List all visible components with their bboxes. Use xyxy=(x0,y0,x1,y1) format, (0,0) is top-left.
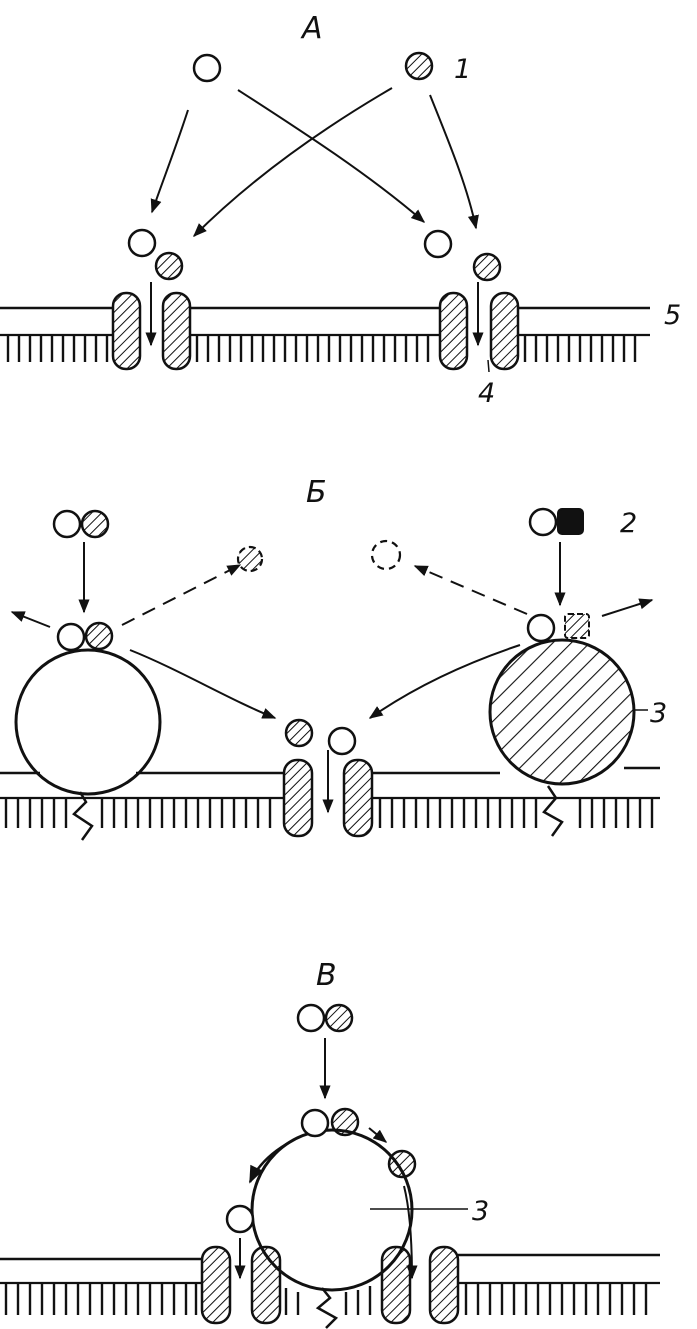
free-ligand-open xyxy=(192,53,222,83)
cell-central xyxy=(250,1128,414,1292)
ligand-open-right-site xyxy=(423,229,453,259)
anchor-zigzag-c xyxy=(315,1287,339,1329)
cell-right-hatched xyxy=(488,638,636,786)
ligand-square-black xyxy=(557,508,584,535)
ligand-pair-open-right xyxy=(528,507,558,537)
ion-channel-b xyxy=(282,750,374,838)
panel-a-label: А xyxy=(300,11,323,46)
callout-2: 2 xyxy=(620,508,637,539)
dashed-arrow-release-open xyxy=(413,565,528,615)
panel-a: А 1 xyxy=(0,11,681,409)
migrated-hatched-ligand xyxy=(387,1149,417,1179)
arrow-right-out xyxy=(601,598,654,617)
channel-ligand-open xyxy=(327,726,357,756)
free-ligand-hatched xyxy=(404,51,434,81)
ion-channel-c-right xyxy=(380,1245,460,1325)
bound-ligand-open-c xyxy=(300,1108,330,1138)
membrane-b xyxy=(0,766,660,828)
ion-channel-a-left xyxy=(111,282,192,371)
panel-b-label: Б xyxy=(306,475,327,510)
callout-1: 1 xyxy=(454,54,471,85)
arrow-hatched-to-right-receptor xyxy=(429,94,479,230)
arrow-right-to-channel xyxy=(368,644,521,719)
panel-b: Б 2 3 xyxy=(0,475,667,841)
dashed-arrow-release-hatched xyxy=(121,564,242,626)
released-hatched-ligand xyxy=(236,545,264,573)
ligand-hatched-right-site xyxy=(472,252,502,282)
bound-ligand-hatched-left xyxy=(84,621,114,651)
panel-c-label: В xyxy=(316,958,337,993)
arrow-left-out xyxy=(10,611,51,628)
anchor-zigzag-left xyxy=(72,791,94,841)
arrow-hatched-move-right xyxy=(368,1127,388,1143)
membrane-c xyxy=(0,1253,660,1315)
ligand-pair-open-c xyxy=(296,1003,326,1033)
cell-left-open xyxy=(14,648,162,796)
arrow-open-to-right-receptor xyxy=(237,89,426,223)
ligand-hatched-left-site xyxy=(154,251,184,281)
ligand-pair-hatched-c xyxy=(324,1003,354,1033)
callout-4: 4 xyxy=(478,378,495,409)
arrow-hatched-to-left-receptor xyxy=(193,87,393,237)
ion-channel-c-left xyxy=(200,1245,282,1325)
ligand-pair-hatched xyxy=(80,509,110,539)
callout-3-c: 3 xyxy=(472,1196,489,1227)
bound-ligand-open-right xyxy=(526,613,556,643)
ion-channel-a-right xyxy=(438,282,520,371)
ligand-open-left-site xyxy=(127,228,157,258)
membrane-a xyxy=(0,306,650,362)
bound-ligand-hatched-c xyxy=(330,1107,360,1137)
migrated-open-ligand xyxy=(225,1204,255,1234)
anchor-zigzag-right xyxy=(542,785,564,837)
bound-ligand-open-left xyxy=(56,622,86,652)
channel-ligand-hatched xyxy=(284,718,314,748)
arrow-hatched-down-right xyxy=(403,1185,418,1280)
callout-4-leader xyxy=(487,359,490,373)
arrow-left-to-channel xyxy=(129,649,277,719)
released-open-ligand xyxy=(370,539,402,571)
ligand-pair-open xyxy=(52,509,82,539)
arrow-open-to-left-receptor xyxy=(150,109,189,214)
panel-c: В 3 xyxy=(0,958,660,1329)
arrow-open-move-left xyxy=(248,1140,291,1184)
bound-square-right xyxy=(564,613,590,639)
callout-5: 5 xyxy=(664,300,681,331)
callout-3-b: 3 xyxy=(650,698,667,729)
